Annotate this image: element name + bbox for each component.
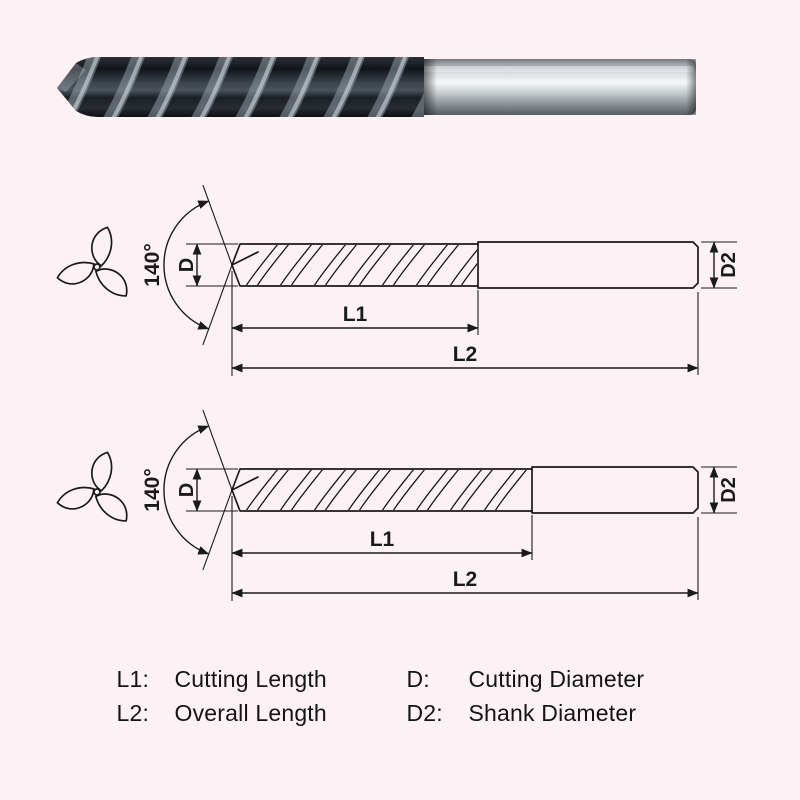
angle-annotation-2: 140° [141, 409, 233, 571]
l2-label-1: L2 [453, 343, 478, 366]
d-label-2: D [176, 483, 198, 497]
drill-photo-shank-highlight [424, 66, 694, 72]
l1-label-1: L1 [343, 303, 368, 326]
drill-photo-junction-shadow [424, 59, 437, 115]
drill-photo-shank [424, 59, 696, 115]
technical-drawing-2: 140° D D2 L1 L2 [54, 409, 740, 601]
d-dimension-1: D [176, 243, 238, 287]
legend: L1: Cutting Length D: Cutting Diameter L… [0, 666, 800, 727]
angle-label-2: 140° [141, 468, 164, 511]
angle-annotation-1: 140° [141, 184, 233, 346]
flute-helix-2 [245, 470, 528, 510]
d2-label-1: D2 [718, 252, 740, 278]
legend-value-l2: Overall Length [174, 700, 327, 726]
drill-photo [57, 57, 696, 117]
angle-label-1: 140° [141, 243, 164, 286]
end-view-center-1 [93, 263, 101, 271]
end-view-2 [54, 449, 135, 528]
d2-label-2: D2 [718, 477, 740, 503]
legend-key-d: D: [406, 666, 430, 692]
l2-dimension-1: L2 [231, 292, 699, 375]
legend-key-l2: L2: [116, 700, 150, 726]
side-view-1 [231, 241, 699, 289]
d2-dimension-1: D2 [701, 241, 740, 289]
legend-key-d2: D2: [406, 700, 443, 726]
l1-dimension-2: L1 [231, 496, 533, 601]
legend-key-l1: L1: [116, 666, 150, 692]
drill-photo-shank-endcap [686, 59, 696, 115]
l2-label-2: L2 [453, 568, 478, 591]
legend-value-l1: Cutting Length [174, 666, 327, 692]
l1-dimension-1: L1 [231, 271, 479, 376]
l1-label-2: L1 [370, 528, 395, 551]
flute-helix-1 [245, 245, 477, 285]
l2-dimension-2: L2 [231, 517, 699, 600]
drill-photo-spiral-highlights [57, 57, 424, 117]
side-view-2 [231, 466, 699, 514]
legend-value-d: Cutting Diameter [468, 666, 645, 692]
technical-drawing-1: 140° D D2 L1 L2 [54, 184, 740, 376]
d-label-1: D [176, 258, 198, 272]
d2-dimension-2: D2 [701, 466, 740, 514]
end-view-1 [54, 224, 135, 303]
d-dimension-2: D [176, 468, 238, 512]
legend-value-d2: Shank Diameter [468, 700, 637, 726]
end-view-center-2 [93, 488, 101, 496]
